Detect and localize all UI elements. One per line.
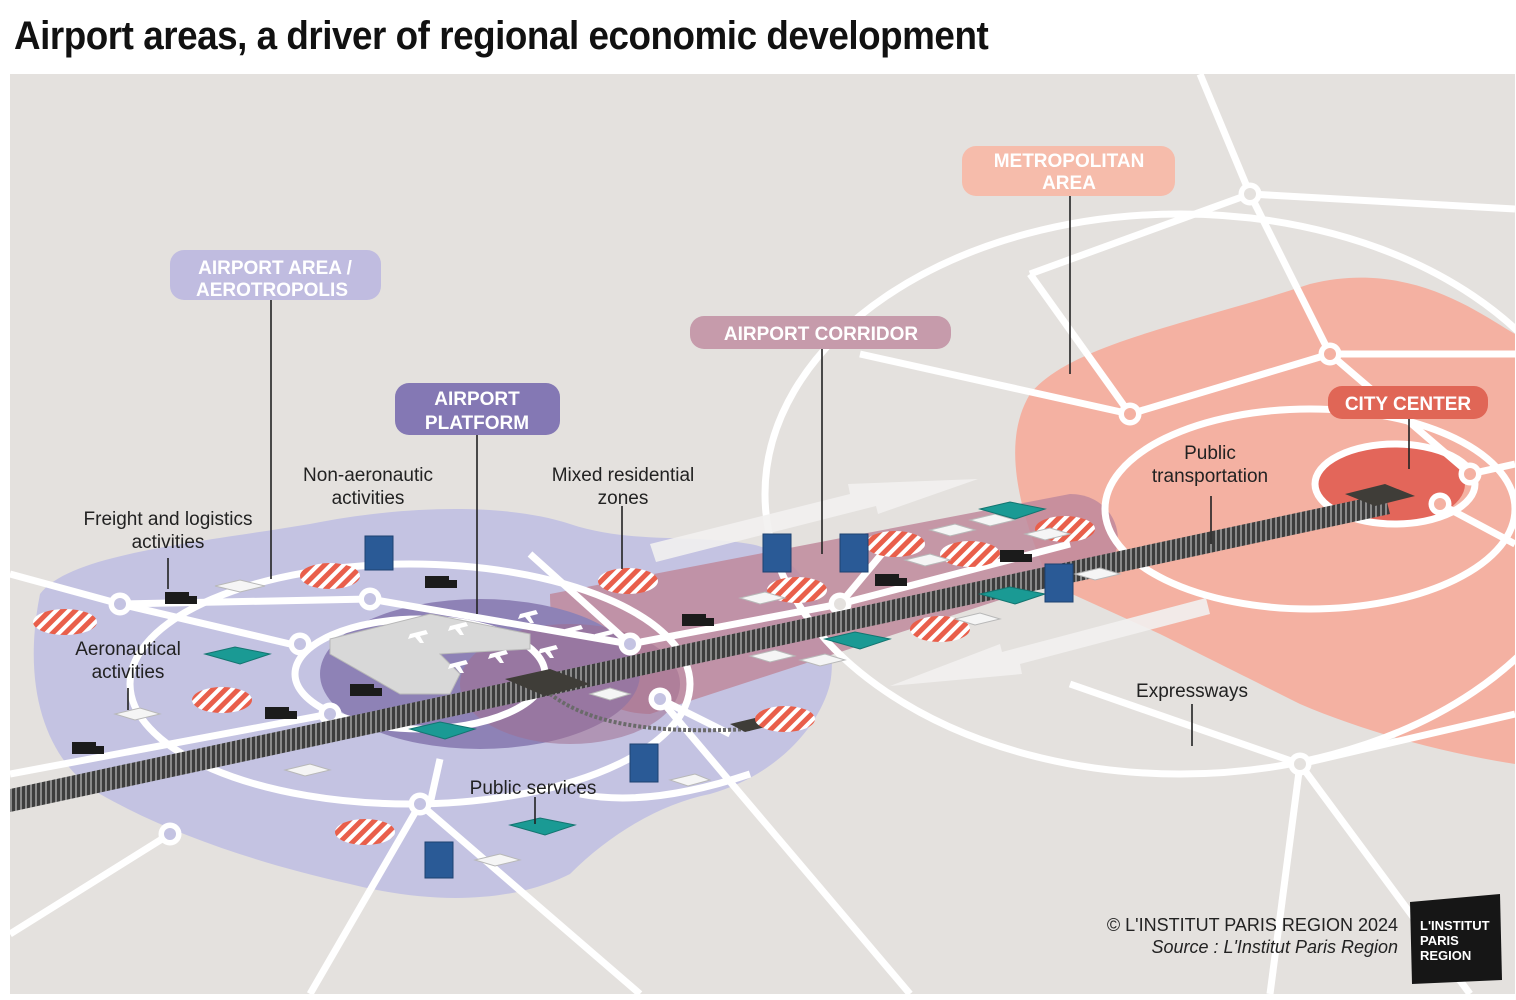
metropolitan-area-label-1: METROPOLITAN xyxy=(994,151,1145,172)
leader-lines xyxy=(127,194,1410,824)
public-services-label: Public services xyxy=(470,778,597,799)
truck-icons xyxy=(72,550,1032,754)
tower-buildings xyxy=(364,533,1074,879)
arrow-to-airport xyxy=(890,598,1210,686)
airport-area-label-2: AEROTROPOLIS xyxy=(196,280,348,301)
central-station xyxy=(505,669,590,696)
aero-label-2: activities xyxy=(92,662,165,683)
institut-logo: L'INSTITUT PARIS REGION xyxy=(1410,894,1502,984)
public-transport-label-2: transportation xyxy=(1152,466,1268,487)
freight-label-1: Freight and logistics xyxy=(84,509,253,530)
city-center-pill xyxy=(1328,386,1488,419)
logo-line-1: L'INSTITUT xyxy=(1420,918,1490,933)
airport-area-label-1: AIRPORT AREA / xyxy=(198,258,352,279)
city-center-label: CITY CENTER xyxy=(1345,394,1472,415)
airport-platform-label-2: PLATFORM xyxy=(425,413,529,434)
freight-label-2: activities xyxy=(132,532,205,553)
metropolitan-area-pill xyxy=(962,146,1175,196)
non-aero-label-2: activities xyxy=(332,488,405,509)
aero-label-1: Aeronautical xyxy=(75,639,181,660)
airport-platform-pill xyxy=(395,383,560,435)
source-text: Source : L'Institut Paris Region xyxy=(1151,937,1398,957)
logo-line-2: PARIS xyxy=(1420,933,1459,948)
airport-area-pill xyxy=(170,250,381,300)
activity-buildings xyxy=(113,513,1122,867)
logo-line-3: REGION xyxy=(1420,948,1471,963)
airport-corridor-label: AIRPORT CORRIDOR xyxy=(724,324,919,345)
airplane-icons xyxy=(408,610,613,673)
airport-platform-label-1: AIRPORT xyxy=(434,389,520,410)
public-transport-label-1: Public xyxy=(1184,443,1236,464)
metropolitan-area-label-2: AREA xyxy=(1042,173,1096,194)
non-aero-label-1: Non-aeronautic xyxy=(303,465,433,486)
airport-corridor-pill xyxy=(690,316,951,349)
diagram-canvas: METROPOLITAN AREA AIRPORT AREA / AEROTRO… xyxy=(10,74,1515,994)
city-station xyxy=(1345,484,1415,506)
page-title: Airport areas, a driver of regional econ… xyxy=(14,14,989,58)
copyright-text: © L'INSTITUT PARIS REGION 2024 xyxy=(1107,915,1398,935)
mixed-residential-zones xyxy=(33,516,1095,845)
expressways-label: Expressways xyxy=(1136,681,1248,702)
mixed-zones-label-2: zones xyxy=(598,488,649,509)
mixed-zones-label-1: Mixed residential xyxy=(552,465,695,486)
arrow-to-city xyxy=(650,479,978,562)
